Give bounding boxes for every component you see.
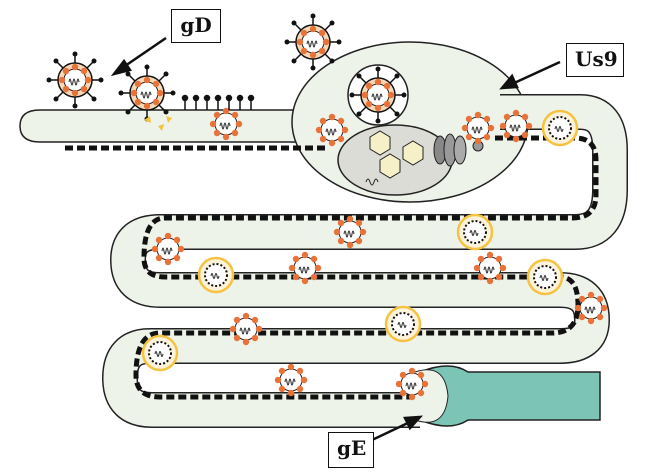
axon-terminal <box>414 365 601 427</box>
gd-receptors <box>181 94 255 110</box>
capsid-fragments <box>144 116 172 131</box>
gd-label: gD <box>171 9 221 43</box>
arrow-icon <box>371 415 424 442</box>
arrow-icon <box>110 36 167 77</box>
cytoplasmic-virion <box>347 64 409 126</box>
us9-label: Us9 <box>566 43 624 77</box>
golgi-icon <box>433 133 484 167</box>
arrow-icon <box>499 60 561 90</box>
nucleus-icon <box>337 124 453 196</box>
neuron-outline <box>19 41 628 428</box>
ge-label: gE <box>328 432 374 468</box>
